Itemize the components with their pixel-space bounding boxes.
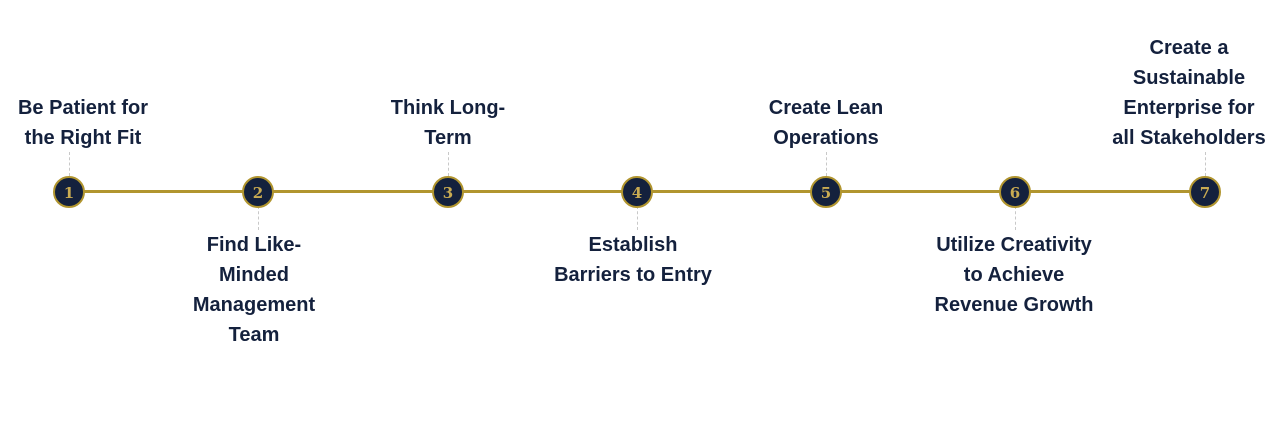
step-7-label: Create a Sustainable Enterprise for all … <box>1112 37 1266 149</box>
connector-4 <box>637 206 638 230</box>
step-3-number: 3 <box>442 183 454 202</box>
step-5-number: 5 <box>820 183 832 202</box>
connector-3 <box>448 152 449 176</box>
step-6-label: Utilize Creativity to Achieve Revenue Gr… <box>934 234 1094 316</box>
step-7-number: 7 <box>1199 183 1211 202</box>
step-4-node: 4 <box>621 176 653 208</box>
connector-1 <box>69 152 70 176</box>
step-6-node: 6 <box>999 176 1031 208</box>
step-7-node: 7 <box>1189 176 1221 208</box>
connector-2 <box>258 206 259 230</box>
connector-7 <box>1205 152 1206 176</box>
step-5-label: Create Lean Operations <box>768 97 884 149</box>
step-2-label: Find Like- Minded Management Team <box>192 234 316 346</box>
step-4-label: Establish Barriers to Entry <box>554 234 712 286</box>
connector-6 <box>1015 206 1016 230</box>
step-3-label: Think Long- Term <box>390 97 506 149</box>
step-6-number: 6 <box>1009 183 1021 202</box>
step-3-node: 3 <box>432 176 464 208</box>
step-1-label: Be Patient for the Right Fit <box>17 97 149 149</box>
step-1-number: 1 <box>63 183 75 202</box>
step-4-number: 4 <box>631 183 643 202</box>
step-5-node: 5 <box>810 176 842 208</box>
step-2-number: 2 <box>252 183 264 202</box>
connector-5 <box>826 152 827 176</box>
step-1-node: 1 <box>53 176 85 208</box>
step-2-node: 2 <box>242 176 274 208</box>
